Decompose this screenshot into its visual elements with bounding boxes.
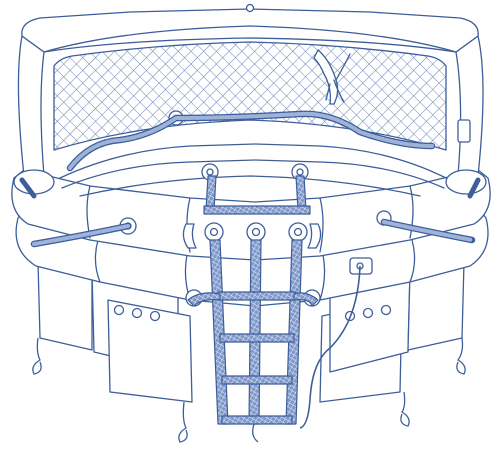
grab-lifeline [19, 110, 481, 248]
boarding-ladder [187, 175, 319, 443]
canopy-pocket [457, 119, 471, 143]
drain-hole [149, 310, 161, 322]
ballast-ties [32, 337, 466, 443]
canopy-net [53, 41, 447, 151]
ballast-pocket-left-front [107, 299, 193, 403]
drain-hole [113, 304, 125, 316]
curtain [313, 49, 351, 105]
drain-hole [131, 307, 143, 319]
location-light [349, 257, 373, 275]
drain-hole [380, 304, 392, 316]
canopy-frame [13, 3, 487, 195]
floor-edge [79, 175, 421, 197]
painter-line [299, 265, 361, 429]
upper-tube [11, 143, 491, 261]
drain-hole [362, 307, 374, 319]
